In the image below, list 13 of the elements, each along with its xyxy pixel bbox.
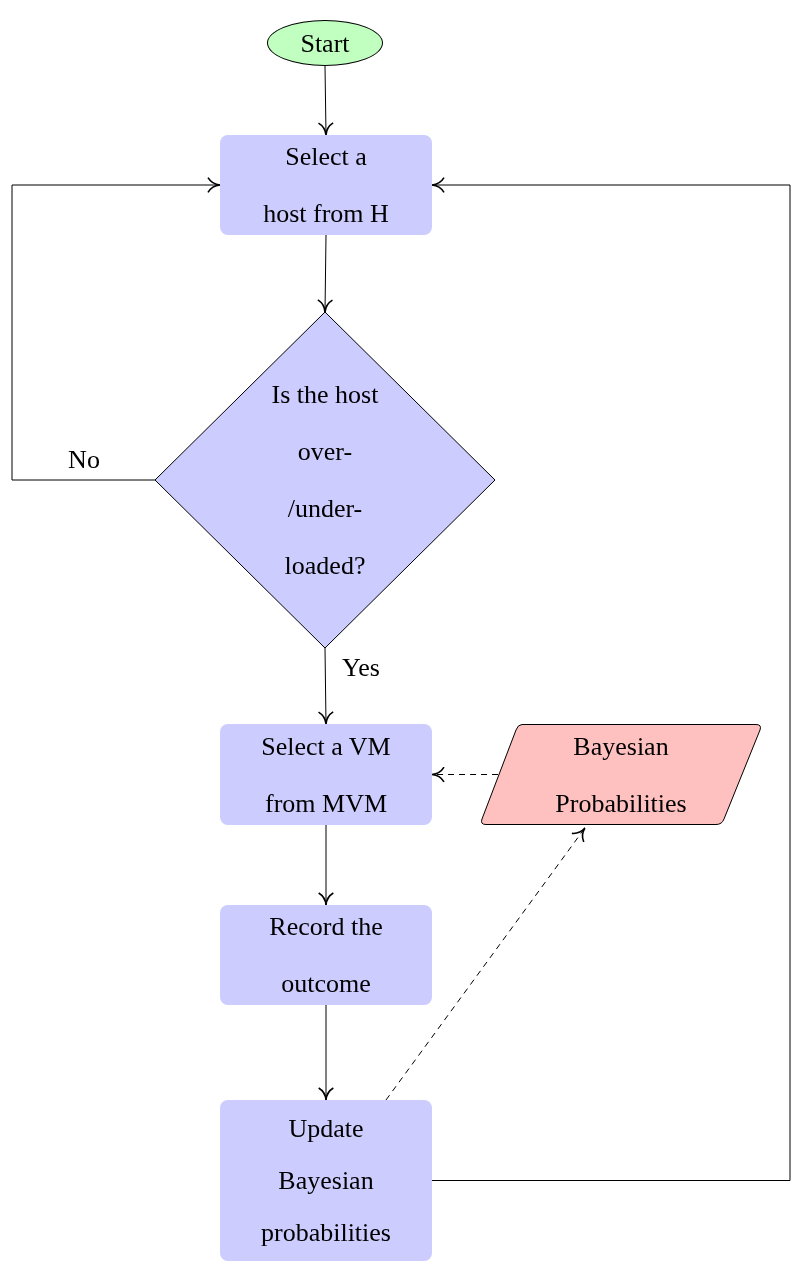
node-label: Is the host over- /under- loaded? [270,379,380,582]
process-box [220,724,432,825]
node-label: Select a host from H [262,141,390,230]
node-label: Record the outcome [268,911,384,1000]
process-box [220,905,432,1005]
node-label: Start [300,27,350,60]
process-box [220,135,432,235]
node-label: Bayesian Probabilities [554,730,688,820]
node-label: Select a VM from MVM [260,730,392,820]
process-box [220,1100,432,1261]
node-label: Update Bayesian probabilities [260,1112,392,1249]
data-parallelogram [480,724,762,825]
decision-diamond [155,312,495,648]
